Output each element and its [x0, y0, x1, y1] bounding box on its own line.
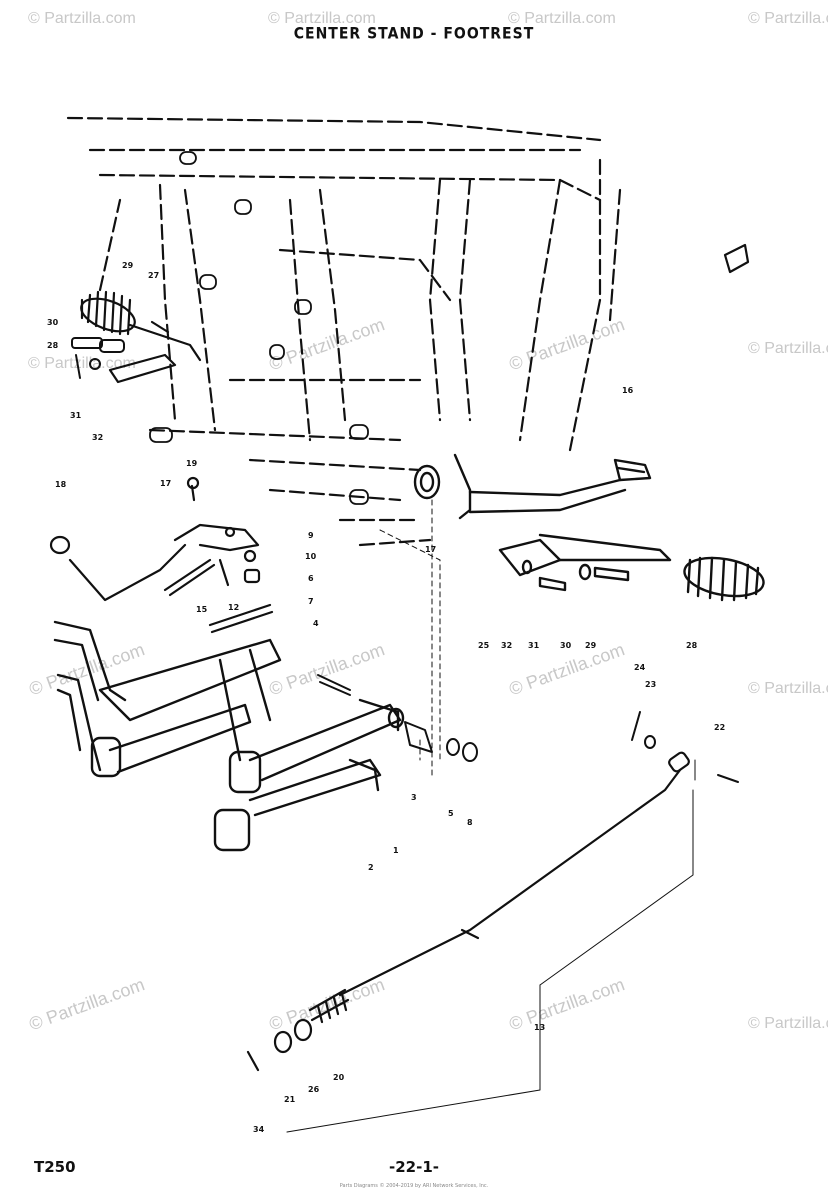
- part-label: 8: [467, 818, 473, 827]
- part-label: 2: [368, 863, 374, 872]
- part-label: 7: [308, 597, 314, 606]
- part-label: 26: [308, 1085, 320, 1094]
- part-label: 24: [634, 663, 646, 672]
- brake-linkage: [49, 476, 274, 634]
- part-label: 12: [228, 603, 239, 612]
- part-label: 19: [186, 459, 198, 468]
- part-label: 32: [501, 641, 512, 650]
- model-code: T250: [34, 1158, 76, 1176]
- part-label: 21: [284, 1095, 296, 1104]
- frame-lugs: [149, 151, 369, 505]
- part-label: 3: [411, 793, 417, 802]
- part-label: 17: [425, 545, 436, 554]
- watermark: © Partzilla.com: [748, 1015, 828, 1032]
- copyright-note: Parts Diagrams © 2004-2019 by ARI Networ…: [339, 1183, 489, 1189]
- page-number: -22-1-: [389, 1158, 439, 1176]
- part-label: 30: [560, 641, 572, 650]
- part-label: 5: [448, 809, 454, 818]
- part-label: 28: [47, 341, 59, 350]
- part-label: 34: [253, 1125, 265, 1134]
- part-label: 9: [308, 531, 314, 540]
- part-label: 27: [148, 271, 159, 280]
- part-label: 31: [528, 641, 540, 650]
- watermark: © Partzilla.com: [28, 10, 136, 27]
- center-stand: [53, 620, 405, 852]
- reference-lines: [286, 759, 696, 1133]
- part-label: 28: [686, 641, 698, 650]
- right-footrest: [498, 533, 765, 602]
- part-label: 6: [308, 574, 314, 583]
- part-label: 32: [92, 433, 103, 442]
- part-label: 17: [160, 479, 171, 488]
- watermark: © Partzilla.com: [268, 10, 376, 27]
- part-label: 13: [534, 1023, 545, 1032]
- brake-rod: [246, 751, 690, 1072]
- watermark: © Partzilla.com: [748, 340, 828, 357]
- clip-parts: [631, 711, 739, 783]
- watermark: © Partzilla.com: [508, 10, 616, 27]
- brake-pedal: [413, 453, 652, 520]
- watermark: © Partzilla.com: [748, 680, 828, 697]
- watermark: © Partzilla.com: [748, 10, 828, 27]
- diagram-title: CENTER STAND - FOOTREST: [293, 24, 535, 44]
- part-label: 30: [47, 318, 59, 327]
- part-label: 20: [333, 1073, 345, 1082]
- part-label: 16: [622, 386, 634, 395]
- watermark: © Partzilla.com: [28, 355, 136, 372]
- left-footrest-bolts: [71, 337, 125, 379]
- part-label: 29: [122, 261, 134, 270]
- leader-lines: [379, 499, 441, 776]
- part-label: 18: [55, 480, 67, 489]
- part-label: 10: [305, 552, 317, 561]
- part-numbers: 29 27 30 28 31 32 16 19 17 18 9 10 6 7 1…: [47, 261, 725, 1134]
- part-label: 22: [714, 723, 725, 732]
- part-label: 25: [478, 641, 490, 650]
- part-label: 23: [645, 680, 656, 689]
- left-footrest: [80, 290, 202, 384]
- part-label: 29: [585, 641, 597, 650]
- part-label: 15: [196, 605, 208, 614]
- part-label: 1: [393, 846, 399, 855]
- part-label: 31: [70, 411, 82, 420]
- part-label: 4: [313, 619, 319, 628]
- bracket-part: [723, 243, 750, 274]
